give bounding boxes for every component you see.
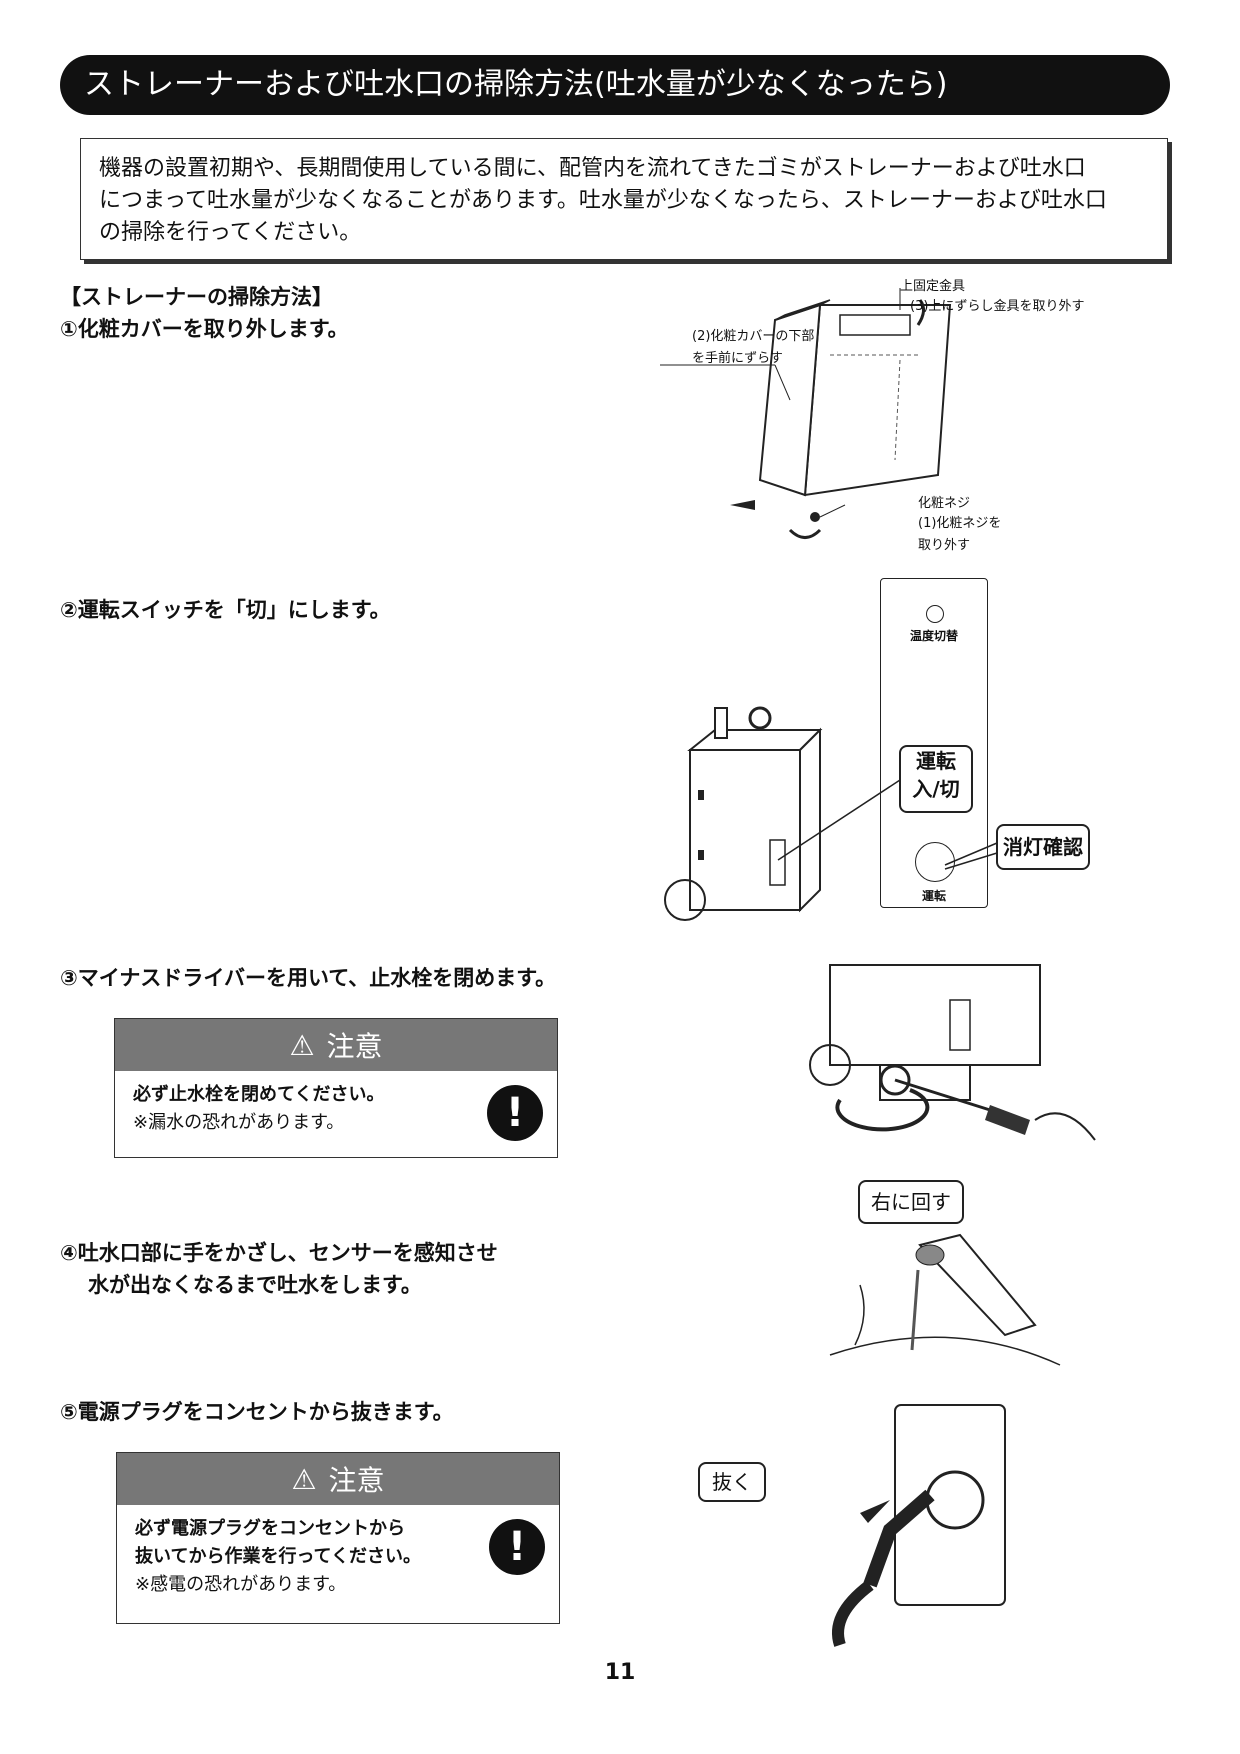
caution-title-1: 注意 <box>326 1030 383 1063</box>
caution-box-1: ⚠ 注意 必ず止水栓を閉めてください。 ※漏水の恐れがあります。 ! <box>114 1018 558 1158</box>
screw-label: 化粧ネジ <box>918 496 971 511</box>
caution1-line2: ※漏水の恐れがあります。 <box>133 1112 345 1133</box>
intro-line-2: につまって吐水量が少なくなることがあります。吐水量が少なくなったら、ストレーナー… <box>99 188 1107 213</box>
stop-valve-illustration <box>809 964 1096 1141</box>
caution-header-2: ⚠ 注意 <box>117 1453 559 1505</box>
heater-unit-illustration <box>664 706 901 921</box>
caution1-line1: 必ず止水栓を閉めてください。 <box>133 1084 385 1105</box>
step-3: ③マイナスドライバーを用いて、止水栓を閉めます。 <box>60 966 557 990</box>
cover-removal-illustration <box>660 288 952 539</box>
caution-header-1: ⚠ 注意 <box>115 1019 557 1071</box>
pull-label: 抜く <box>698 1462 766 1502</box>
warning-triangle-icon: ⚠ <box>289 1028 315 1062</box>
turn-right-label: 右に回す <box>858 1180 964 1224</box>
light-check-pointer <box>944 842 998 870</box>
intro-line-1: 機器の設置初期や、長期間使用している間に、配管内を流れてきたゴミがストレーナーお… <box>99 156 1086 181</box>
step2-note-line1: (2)化粧カバーの下部 <box>692 329 815 344</box>
caution-box-2: ⚠ 注意 必ず電源プラグをコンセントから 抜いてから作業を行ってください。 ※感… <box>116 1452 560 1624</box>
caution-title-2: 注意 <box>328 1464 385 1497</box>
page-title: ストレーナーおよび吐水口の掃除方法(吐水量が少なくなったら) <box>60 55 1170 115</box>
step1-note-line2: 取り外す <box>918 538 971 553</box>
step-4-line-2: 水が出なくなるまで吐水をします。 <box>88 1273 422 1297</box>
run-lamp-label: 運転 <box>921 889 946 903</box>
intro-box: 機器の設置初期や、長期間使用している間に、配管内を流れてきたゴミがストレーナーお… <box>80 138 1168 260</box>
temp-indicator-icon <box>926 605 944 623</box>
run-switch-button[interactable]: 運転 入/切 <box>899 745 973 813</box>
exclamation-icon: ! <box>489 1519 545 1575</box>
temp-switch-label: 温度切替 <box>909 629 958 643</box>
caution2-line1: 必ず電源プラグをコンセントから <box>135 1518 405 1539</box>
caution2-line3: ※感電の恐れがあります。 <box>135 1574 347 1595</box>
warning-triangle-icon: ⚠ <box>291 1462 317 1496</box>
upper-bracket-label: 上固定金具 <box>900 279 966 294</box>
step3-note: (3)上にずらし金具を取り外す <box>910 299 1085 314</box>
run-lamp-icon <box>915 842 955 882</box>
run-switch-label-2: 入/切 <box>912 777 960 801</box>
exclamation-icon: ! <box>487 1085 543 1141</box>
control-panel: 温度切替 運転 入/切 運転 <box>880 578 988 908</box>
step-4-line-1: ④吐水口部に手をかざし、センサーを感知させ <box>60 1241 498 1265</box>
step1-note-line1: (1)化粧ネジを <box>918 516 1002 531</box>
section-heading: 【ストレーナーの掃除方法】 <box>60 285 333 309</box>
page-number: 11 <box>604 1660 636 1685</box>
step-5: ⑤電源プラグをコンセントから抜きます。 <box>60 1400 454 1424</box>
light-check-label: 消灯確認 <box>996 824 1090 870</box>
step2-note-line2: を手前にずらす <box>692 351 783 366</box>
step-2: ②運転スイッチを「切」にします。 <box>60 598 391 622</box>
run-switch-label-1: 運転 <box>916 749 956 773</box>
step-1: ①化粧カバーを取り外します。 <box>60 317 349 341</box>
faucet-illustration <box>829 1233 1061 1366</box>
intro-line-3: の掃除を行ってください。 <box>99 220 362 245</box>
power-plug-illustration <box>832 1404 1006 1647</box>
caution2-line2: 抜いてから作業を行ってください。 <box>135 1546 422 1567</box>
